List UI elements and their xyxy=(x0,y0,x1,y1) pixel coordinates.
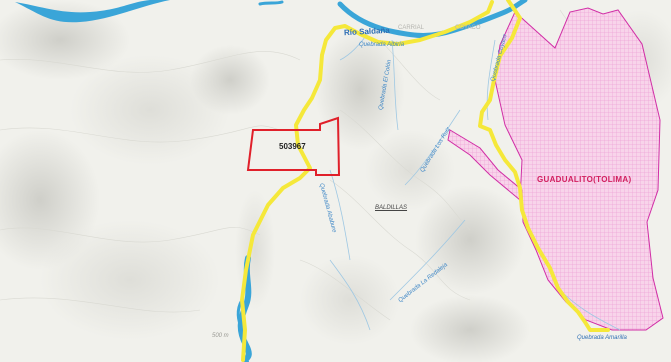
label-quebrada-albiria: Quebrada Albiría xyxy=(359,42,405,48)
contour-lines xyxy=(0,9,641,321)
river-top-left xyxy=(15,0,170,23)
label-carrial: CARRIAL xyxy=(398,25,425,31)
label-municipality: GUADUALITO(TOLIMA) xyxy=(537,175,632,184)
label-locality: BALDILLAS xyxy=(375,205,408,211)
municipality-polygon[interactable] xyxy=(447,7,664,331)
river-top-small xyxy=(258,0,284,6)
label-coyaco: COYACO xyxy=(455,25,481,31)
label-elevation: 500 m xyxy=(212,333,229,339)
label-quebrada-amarilla: Quebrada Amarilla xyxy=(577,335,627,341)
boundary-line xyxy=(240,0,610,362)
parcel-polygon[interactable] xyxy=(246,116,341,176)
label-parcel-id: 503967 xyxy=(279,142,306,151)
